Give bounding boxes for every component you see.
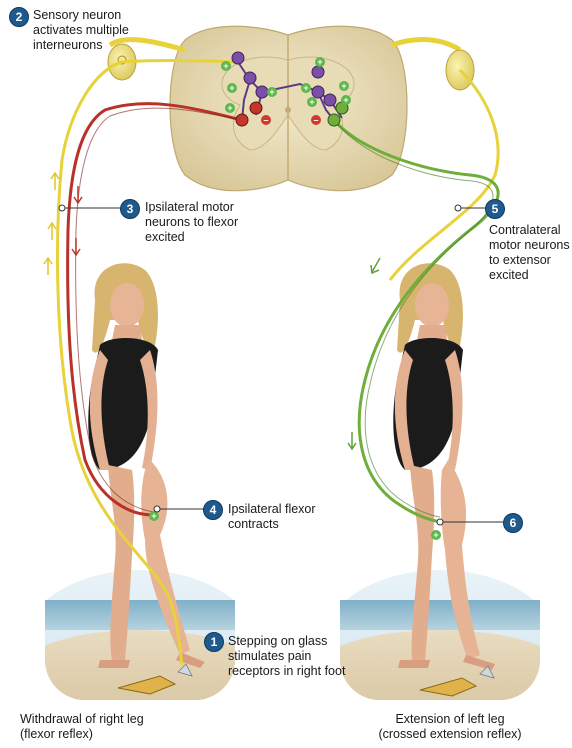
step-badge-1: 1 bbox=[204, 632, 224, 652]
step-badge-2: 2 bbox=[9, 7, 29, 27]
svg-text:+: + bbox=[433, 530, 438, 540]
svg-text:–: – bbox=[313, 115, 318, 125]
svg-text:+: + bbox=[151, 511, 156, 521]
step-4-label: Ipsilateral flexor contracts bbox=[228, 502, 368, 532]
svg-text:+: + bbox=[269, 87, 274, 97]
svg-text:+: + bbox=[229, 83, 234, 93]
svg-text:+: + bbox=[303, 83, 308, 93]
svg-text:+: + bbox=[309, 97, 314, 107]
step-badge-4: 4 bbox=[203, 500, 223, 520]
svg-text:+: + bbox=[223, 61, 228, 71]
svg-text:–: – bbox=[263, 115, 268, 125]
right-caption: Extension of left leg (crossed extension… bbox=[350, 712, 550, 742]
step-5-label: Contralateral motor neurons to extensor … bbox=[489, 223, 571, 283]
svg-text:+: + bbox=[343, 95, 348, 105]
step-3-label: Ipsilateral motor neurons to flexor exci… bbox=[145, 200, 285, 245]
svg-text:+: + bbox=[341, 81, 346, 91]
step-badge-6: 6 bbox=[503, 513, 523, 533]
step-badge-3: 3 bbox=[120, 199, 140, 219]
svg-text:+: + bbox=[227, 103, 232, 113]
step-2-label: Sensory neuron activates multiple intern… bbox=[33, 8, 193, 53]
spinal-cord-section bbox=[170, 26, 407, 190]
step-badge-5: 5 bbox=[485, 199, 505, 219]
step-1-label: Stepping on glass stimulates pain recept… bbox=[228, 634, 378, 679]
left-caption: Withdrawal of right leg (flexor reflex) bbox=[20, 712, 220, 742]
svg-text:+: + bbox=[317, 57, 322, 67]
